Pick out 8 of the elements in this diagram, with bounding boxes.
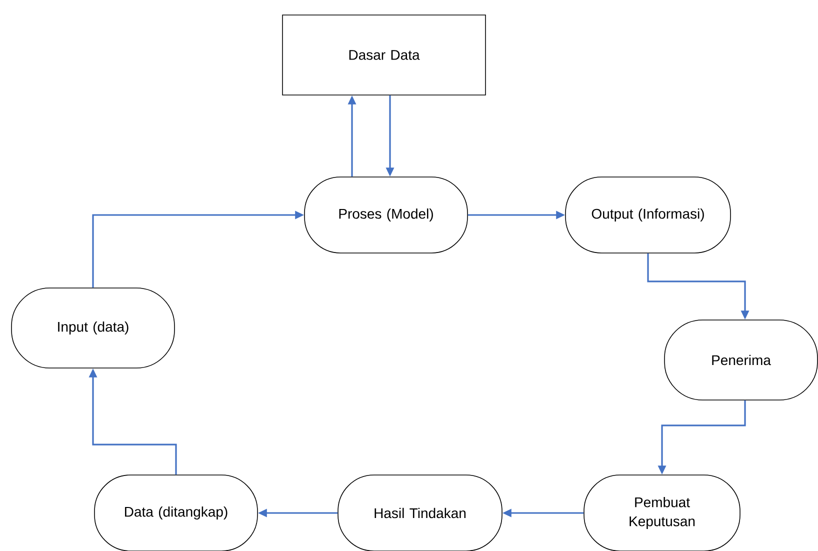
process-terminal: Input (data) <box>11 288 175 368</box>
process-terminal: Hasil Tindakan <box>338 474 502 551</box>
database-box: Dasar Data <box>282 14 486 96</box>
process-terminal: Proses (Model) <box>304 176 468 254</box>
process-terminal: Output (Informasi) <box>565 176 731 254</box>
process-terminal: Penerima <box>664 320 818 400</box>
process-terminal: Data (ditangkap) <box>94 474 258 551</box>
process-terminal: Pembuat Keputusan <box>584 474 740 551</box>
